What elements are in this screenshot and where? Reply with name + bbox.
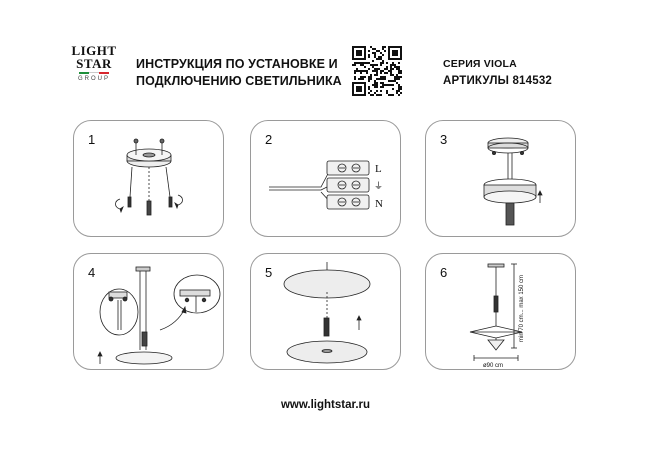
article-number: АРТИКУЛЫ 814532 bbox=[443, 75, 553, 87]
step-1-panel: 1 bbox=[73, 120, 224, 237]
step-6-panel: min 70 cm... max 150 cm ø90 cm 6 bbox=[425, 253, 576, 370]
height-dimension: min 70 cm... max 150 cm bbox=[519, 275, 525, 342]
series-info: СЕРИЯ VIOLA АРТИКУЛЫ 814532 bbox=[443, 56, 552, 90]
title-line1: ИНСТРУКЦИЯ ПО УСТАНОВКЕ И bbox=[136, 57, 338, 71]
step-number: 2 bbox=[265, 132, 273, 147]
logo-line1: LIGHT bbox=[71, 43, 117, 58]
step-number: 3 bbox=[440, 132, 448, 147]
logo-line3: GROUP bbox=[77, 76, 110, 82]
diameter-dimension: ø90 cm bbox=[483, 363, 503, 369]
website-link[interactable]: www.lightstar.ru bbox=[280, 399, 371, 411]
neutral-label: N bbox=[375, 198, 383, 210]
step-number: 4 bbox=[88, 265, 96, 280]
step-4-panel: 4 bbox=[73, 253, 224, 370]
flag-white bbox=[89, 72, 99, 74]
step-number: 1 bbox=[88, 132, 96, 147]
mounting-bracket-diagram bbox=[115, 138, 183, 216]
step-3-panel: 3 bbox=[425, 120, 576, 237]
step-5-panel: 5 bbox=[250, 253, 401, 370]
page-title: ИНСТРУКЦИЯ ПО УСТАНОВКЕ И ПОДКЛЮЧЕНИЮ СВ… bbox=[136, 56, 342, 90]
step-2-panel: L ⏚ N 2 bbox=[250, 120, 401, 237]
lightstar-logo: LIGHT STAR GROUP bbox=[64, 44, 124, 98]
title-line2: ПОДКЛЮЧЕНИЮ СВЕТИЛЬНИКА bbox=[136, 74, 342, 88]
canopy-fixing-diagram bbox=[483, 137, 543, 226]
earth-label: ⏚ bbox=[374, 181, 383, 192]
logo-flag bbox=[64, 72, 124, 74]
wiring-terminal-diagram: L ⏚ N bbox=[269, 160, 383, 210]
shade-installation-diagram bbox=[283, 262, 371, 364]
flag-green bbox=[79, 72, 89, 74]
series-name: СЕРИЯ VIOLA bbox=[443, 58, 517, 70]
flag-red bbox=[99, 72, 109, 74]
qr-code-icon bbox=[352, 46, 402, 96]
dimensions-diagram: min 70 cm... max 150 cm ø90 cm bbox=[469, 263, 525, 369]
step-number: 6 bbox=[440, 265, 448, 280]
live-label: L bbox=[375, 163, 382, 175]
logo-line2: STAR bbox=[76, 56, 112, 71]
suspension-assembly-diagram bbox=[97, 266, 221, 365]
step-number: 5 bbox=[265, 265, 273, 280]
